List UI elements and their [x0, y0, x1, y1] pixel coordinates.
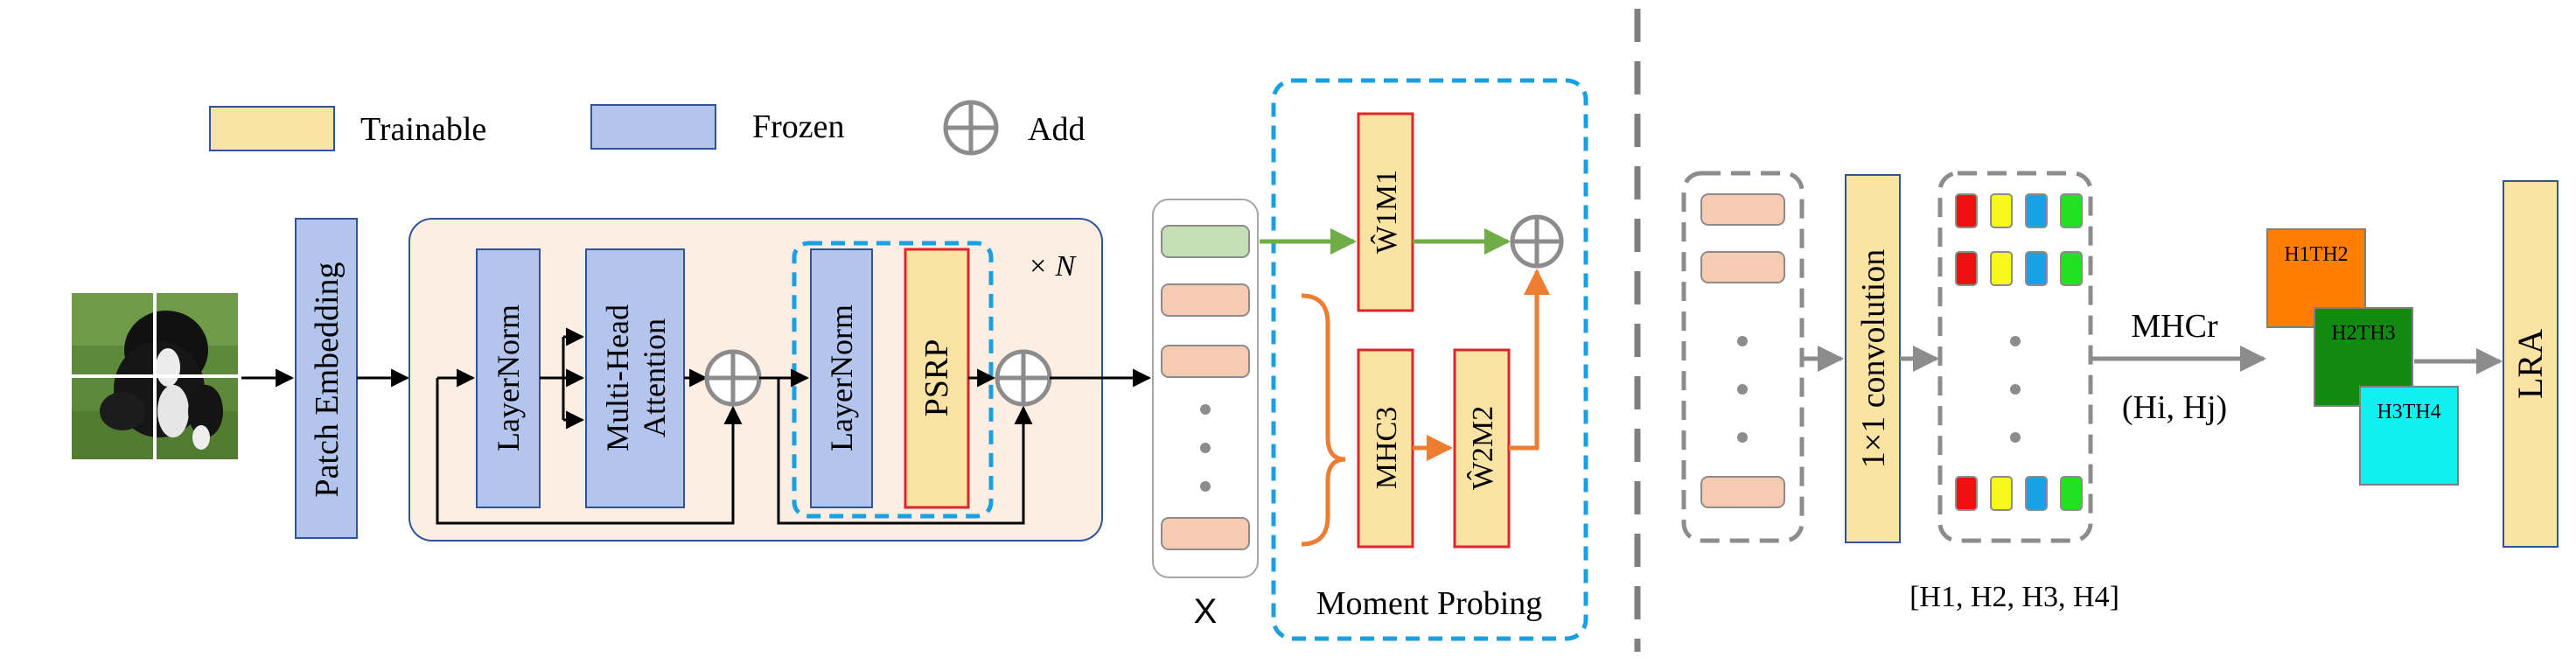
psrp-block [904, 248, 970, 509]
moment-probing-dashed-box [1271, 78, 1588, 641]
w2m2-label: Ŵ2M2 [1467, 406, 1499, 490]
mhc3-label: MHC3 [1371, 407, 1403, 489]
head-tile [1955, 251, 1978, 286]
head-tile [1955, 476, 1978, 511]
ellipsis-dot [1200, 443, 1211, 453]
head-tile [2060, 476, 2083, 511]
moment-probing-title: Moment Probing [1316, 585, 1543, 622]
ellipsis-dot [2010, 336, 2021, 346]
times-n-label: × N [1028, 250, 1077, 283]
add-node-1 [704, 349, 762, 407]
w1m1-block [1357, 112, 1414, 312]
cls-token [1161, 225, 1250, 258]
residual-1 [436, 378, 743, 525]
h1h2-label: H1TH2 [2284, 243, 2348, 266]
mha-label-line1: Multi-Head [600, 304, 635, 451]
feature-token [1700, 476, 1785, 508]
ellipsis-dot [1737, 384, 1748, 395]
head-tile [2025, 251, 2048, 286]
h2h3-label: H2TH3 [2331, 322, 2395, 345]
heads-label: [H1, H2, H3, H4] [1909, 581, 2119, 613]
mha-label-line2: Attention [637, 318, 672, 437]
layernorm-label-2: LayerNorm [824, 304, 859, 451]
patch-token [1161, 517, 1250, 550]
arrow-w2m2-to-add [1509, 269, 1550, 451]
mhc3-block [1357, 348, 1414, 549]
legend-frozen-swatch [590, 104, 716, 150]
add-node-2 [995, 349, 1052, 407]
head-tiles [1955, 193, 2083, 511]
head-tile [1990, 476, 2013, 511]
input-image [72, 293, 238, 459]
head-tile [2060, 251, 2083, 286]
multi-head-attention-block [585, 248, 685, 508]
ellipsis-dot [1200, 481, 1211, 492]
w1m1-label: Ŵ1M1 [1371, 170, 1403, 254]
lra-block [2503, 180, 2559, 548]
feature-token [1700, 251, 1785, 283]
legend-trainable-swatch [209, 106, 335, 151]
pair-label: (Hi, Hj) [2122, 389, 2227, 426]
h3h4-label: H3TH4 [2377, 401, 2440, 423]
h3h4-square [2359, 386, 2459, 486]
legend-add-label: Add [1028, 111, 1085, 148]
ellipsis-dot [1737, 432, 1748, 443]
legend-frozen-label: Frozen [752, 108, 845, 145]
add-node-3 [1510, 214, 1564, 269]
head-tile [1990, 193, 2013, 228]
patch-embedding-block [295, 218, 358, 539]
patch-embedding-label: Patch Embedding [309, 262, 346, 497]
w2m2-block [1453, 348, 1511, 549]
patch-token [1161, 345, 1250, 378]
legend: Trainable Frozen Add [209, 100, 1085, 156]
lra-label: LRA [2510, 329, 2550, 399]
layernorm-label-1: LayerNorm [491, 304, 526, 451]
mhcr-label: MHCr [2131, 308, 2218, 345]
ellipsis-dot [1737, 336, 1748, 346]
feature-token [1700, 193, 1785, 226]
conv-block [1845, 174, 1901, 543]
residual-2 [777, 378, 1033, 525]
layernorm-block-2 [810, 248, 873, 508]
layernorm-block-1 [476, 248, 541, 508]
head-tile [1955, 193, 1978, 228]
ellipsis-dot [2010, 432, 2021, 443]
conv-label: 1×1 convolution [1855, 249, 1892, 468]
psrp-label: PSRP [918, 339, 955, 417]
patch-token [1161, 283, 1250, 317]
legend-add-icon [943, 100, 999, 156]
ellipsis-dot [1200, 404, 1211, 415]
head-tile [2025, 193, 2048, 228]
ellipsis-dot [2010, 384, 2021, 395]
legend-trainable-label: Trainable [360, 111, 486, 148]
orange-brace [1301, 293, 1346, 547]
head-tile [1990, 251, 2013, 286]
head-tile [2025, 476, 2048, 511]
tokens-label: X [1194, 592, 1218, 631]
head-tile [2060, 193, 2083, 228]
